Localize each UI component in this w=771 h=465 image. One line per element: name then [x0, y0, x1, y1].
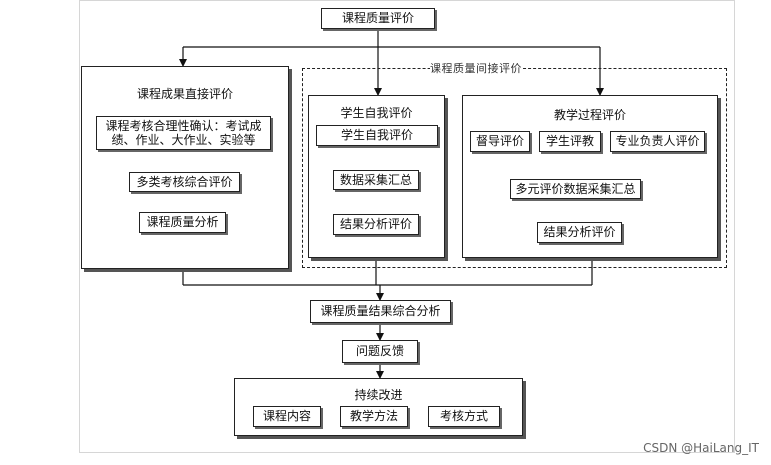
process-evaluation-title: 教学过程评价 [553, 108, 626, 122]
student-teaching-evaluation-node: 学生评教 [539, 131, 601, 152]
self-evaluation-node: 学生自我评价 [316, 125, 438, 146]
process-result-analysis-node: 结果分析评价 [537, 222, 622, 243]
self-result-analysis-node: 结果分析评价 [333, 214, 419, 235]
course-quality-analysis-node: 课程质量分析 [139, 212, 226, 233]
course-quality-evaluation-node: 课程质量评价 [321, 8, 435, 29]
assessment-method-node: 考核方式 [428, 406, 500, 427]
diagram-frame [79, 0, 735, 453]
problem-feedback-node: 问题反馈 [342, 340, 418, 363]
teaching-method-node: 教学方法 [340, 406, 408, 427]
multi-evaluation-aggregate-node: 多元评价数据采集汇总 [510, 179, 641, 199]
comprehensive-analysis-node: 课程质量结果综合分析 [310, 300, 451, 323]
continuous-improvement-title: 持续改进 [354, 388, 403, 402]
csdn-watermark: CSDN @HaiLang_IT [643, 441, 759, 455]
course-content-node: 课程内容 [253, 406, 321, 427]
self-data-collection-node: 数据采集汇总 [333, 170, 419, 190]
direct-evaluation-title: 课程成果直接评价 [136, 87, 233, 101]
direct-evaluation-panel: 课程成果直接评价 [81, 66, 289, 269]
program-head-evaluation-node: 专业负责人评价 [610, 131, 705, 152]
assessment-rationality-node: 课程考核合理性确认：考试成 绩、作业、大作业、实验等 [96, 116, 271, 150]
indirect-evaluation-title: 课程质量间接评价 [430, 60, 522, 76]
multi-assessment-node: 多类考核综合评价 [129, 172, 240, 192]
self-evaluation-title: 学生自我评价 [340, 106, 413, 120]
assessment-rationality-line1: 课程考核合理性确认：考试成 [105, 118, 262, 133]
assessment-rationality-line2: 绩、作业、大作业、实验等 [111, 133, 256, 147]
supervisor-evaluation-node: 督导评价 [470, 131, 530, 152]
